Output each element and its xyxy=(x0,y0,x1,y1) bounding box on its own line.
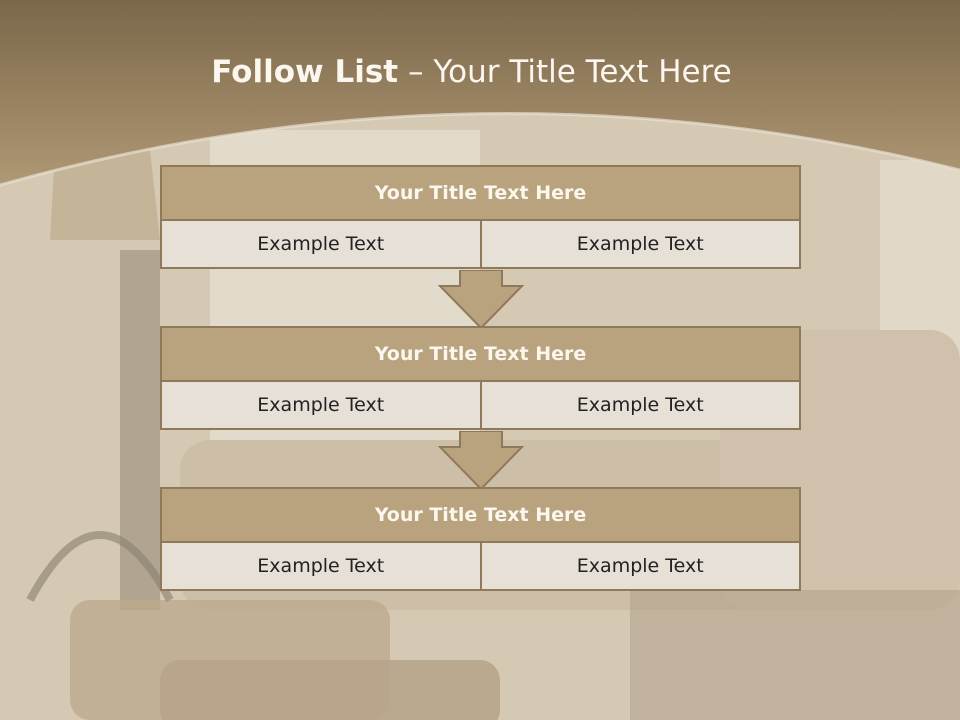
block-cell-right: Example Text xyxy=(479,541,801,591)
block-cell-left: Example Text xyxy=(160,219,482,269)
block-row: Example Text Example Text xyxy=(160,219,801,269)
title-rest: – Your Title Text Here xyxy=(398,54,732,90)
block-cell-left: Example Text xyxy=(160,541,482,591)
down-arrow-icon xyxy=(438,270,524,330)
block-cell-right: Example Text xyxy=(479,219,801,269)
block-row: Example Text Example Text xyxy=(160,541,801,591)
list-block-1: Your Title Text Here Example Text Exampl… xyxy=(160,165,801,269)
down-arrow-icon xyxy=(438,431,524,491)
list-block-2: Your Title Text Here Example Text Exampl… xyxy=(160,326,801,430)
list-block-3: Your Title Text Here Example Text Exampl… xyxy=(160,487,801,591)
block-title: Your Title Text Here xyxy=(160,165,801,221)
block-cell-right: Example Text xyxy=(479,380,801,430)
block-title: Your Title Text Here xyxy=(160,326,801,382)
header-band xyxy=(0,0,960,187)
title-bold: Follow List xyxy=(211,54,399,90)
page-title: Follow List – Your Title Text Here xyxy=(0,54,943,90)
block-title: Your Title Text Here xyxy=(160,487,801,543)
block-row: Example Text Example Text xyxy=(160,380,801,430)
block-cell-left: Example Text xyxy=(160,380,482,430)
